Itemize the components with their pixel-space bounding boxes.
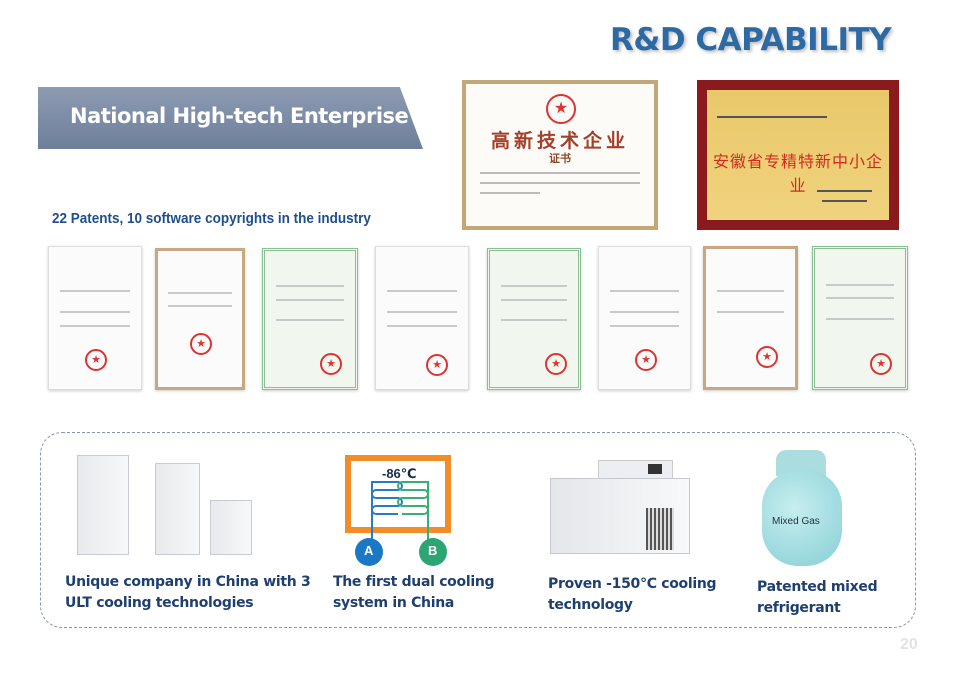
mixed-gas-cylinder-image: Mixed Gas (762, 450, 842, 568)
certificate-title: 高新技术企业 (490, 131, 629, 152)
specialized-sme-plaque: 安徽省专精特新中小企业 (697, 80, 899, 230)
label-a: A (364, 543, 374, 558)
diagram-temperature: -86℃ (382, 466, 417, 481)
plaque-title: 安徽省专精特新中小企业 (712, 154, 883, 195)
dual-cooling-diagram (345, 455, 451, 566)
software-copyright-certificate: ★ (487, 248, 581, 390)
software-copyright-certificate: ★ (262, 248, 358, 390)
patent-certificate: ★ (375, 246, 469, 390)
patents-subtitle: 22 Patents, 10 software copyrights in th… (52, 210, 371, 227)
banner-text: National High-tech Enterprise (70, 104, 409, 128)
patent-certificate: ★ (48, 246, 142, 390)
software-copyright-certificate: ★ (812, 246, 908, 390)
cylinder-label: Mixed Gas (772, 516, 820, 527)
chest-freezer-image (548, 460, 693, 560)
label-b: B (428, 543, 438, 558)
page-number: 20 (900, 636, 918, 653)
software-evaluation-certificate: ★ (155, 248, 245, 390)
section-banner: National High-tech Enterprise (38, 87, 423, 149)
high-tech-enterprise-certificate: ★ 高新技术企业 证书 (462, 80, 658, 230)
utility-patent-certificate: ★ (703, 246, 798, 390)
certificate-subtitle: 证书 (549, 153, 571, 165)
features-panel (40, 432, 916, 628)
patent-certificate: ★ (598, 246, 691, 390)
seal-icon: ★ (546, 94, 576, 124)
page-title: R&D CAPABILITY (610, 22, 892, 58)
ult-freezers-image (65, 455, 260, 560)
